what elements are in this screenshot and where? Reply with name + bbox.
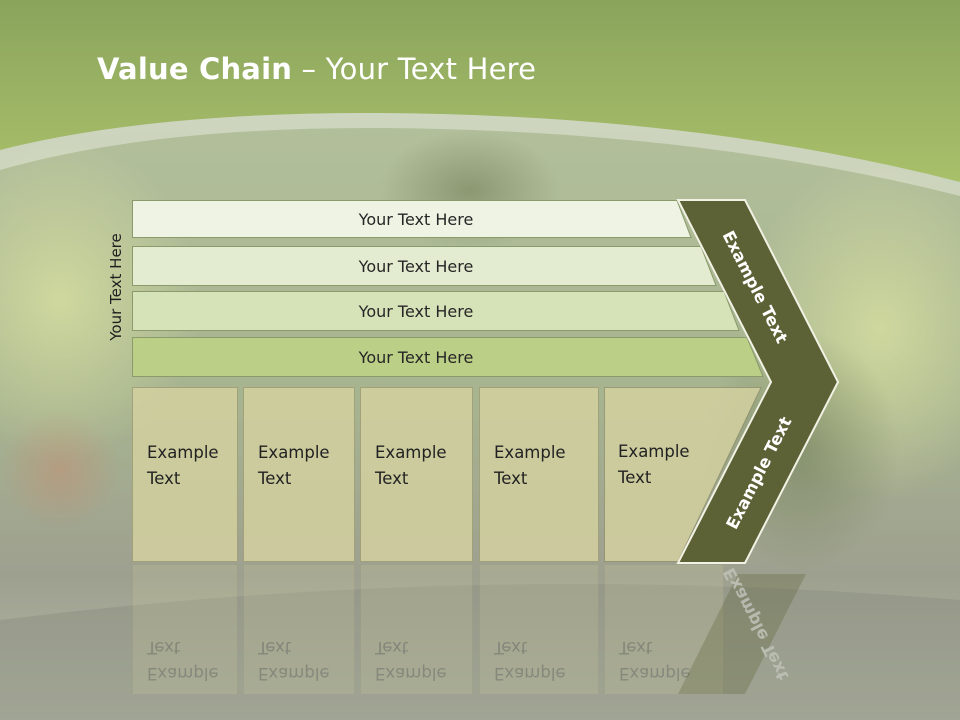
slide-title: Value Chain – Your Text Here — [97, 52, 536, 86]
activity-box-4[interactable]: Example Text — [479, 387, 599, 562]
support-bar-label: Your Text Here — [358, 209, 474, 229]
support-bar-label: Your Text Here — [358, 347, 474, 367]
reflection-box: Example Text — [360, 564, 473, 694]
activity-box-1[interactable]: Example Text — [132, 387, 238, 562]
margin-chevron[interactable] — [670, 195, 845, 570]
support-bar-label: Your Text Here — [358, 256, 474, 276]
reflection-text: Example Text — [375, 638, 447, 683]
support-bar-4[interactable]: Your Text Here — [132, 337, 764, 377]
support-bar-label: Your Text Here — [358, 301, 474, 321]
support-bar-1[interactable]: Your Text Here — [132, 200, 700, 238]
title-rest: – Your Text Here — [292, 52, 537, 86]
reflection-text: Example Text — [258, 638, 330, 683]
activity-box-text: Example Text — [494, 443, 566, 488]
reflection-box: Example Text — [243, 564, 355, 694]
reflection-box-4: Example Text — [479, 564, 599, 694]
reflection-text: Example Text — [147, 638, 219, 683]
support-bar-2[interactable]: Your Text Here — [132, 246, 717, 286]
reflection-box-2: Example Text — [243, 564, 355, 694]
title-bold: Value Chain — [97, 52, 293, 86]
activity-box-2[interactable]: Example Text — [243, 387, 355, 562]
reflection-box: Example Text — [132, 564, 238, 694]
activity-box-text: Example Text — [375, 443, 447, 488]
activity-box-3[interactable]: Example Text — [360, 387, 473, 562]
reflection-box: Example Text — [479, 564, 599, 694]
support-bar-3[interactable]: Your Text Here — [132, 291, 740, 331]
side-label: Your Text Here — [107, 233, 125, 341]
reflection-chevron: Example Text — [676, 564, 826, 694]
reflection-box-3: Example Text — [360, 564, 473, 694]
activity-box-text: Example Text — [618, 442, 690, 487]
activity-box-text: Example Text — [147, 443, 219, 488]
activity-box-text: Example Text — [258, 443, 330, 488]
reflection-chevron-shape — [678, 574, 806, 694]
reflection-text: Example Text — [494, 638, 566, 683]
reflection-box-1: Example Text — [132, 564, 238, 694]
activity-box-5[interactable]: Example Text — [604, 387, 724, 562]
